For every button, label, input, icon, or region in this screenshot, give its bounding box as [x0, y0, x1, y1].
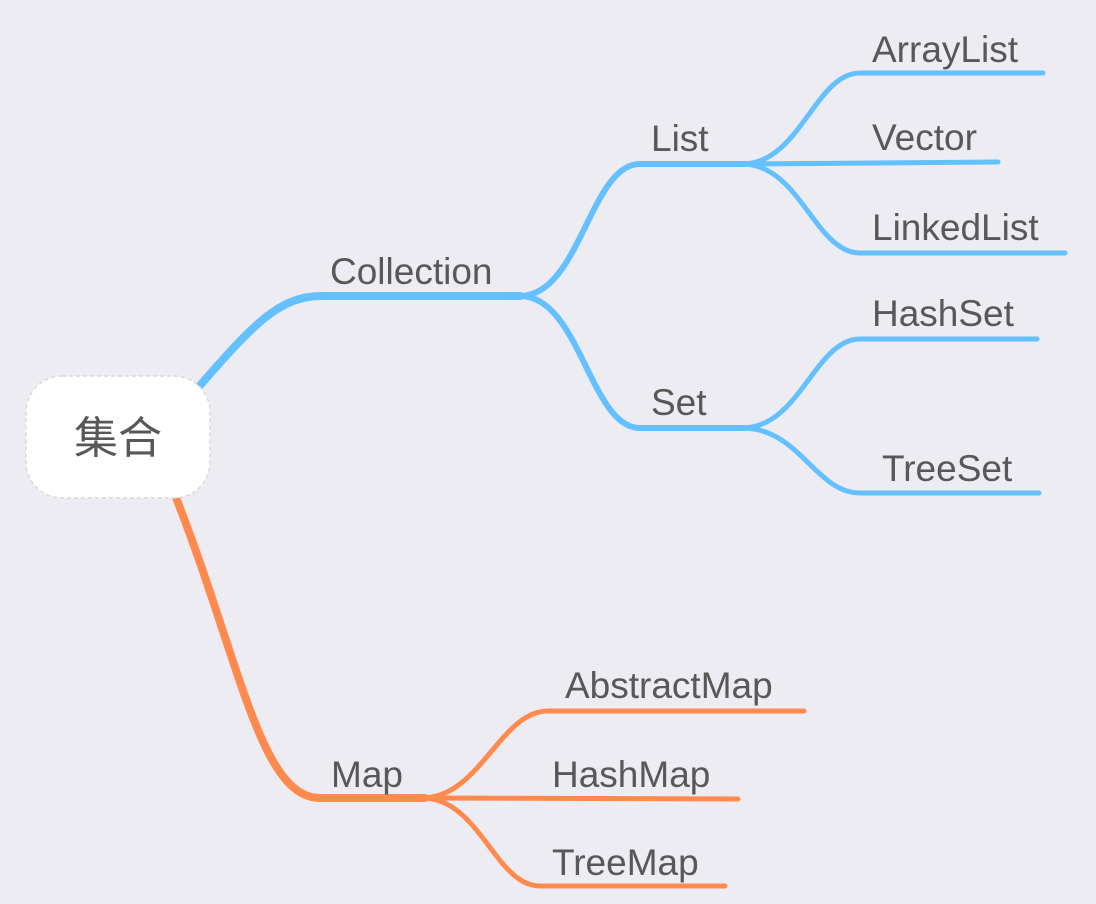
node-list[interactable]: List — [651, 118, 709, 159]
root-to-map-connector — [171, 491, 429, 802]
node-arraylist[interactable]: ArrayList — [872, 29, 1019, 70]
list-to-linkedlist-connector — [739, 161, 1068, 256]
collection-branches — [192, 70, 1068, 496]
node-vector[interactable]: Vector — [872, 117, 977, 158]
node-collection[interactable]: Collection — [330, 251, 492, 292]
node-treeset[interactable]: TreeSet — [882, 448, 1013, 489]
node-hashset[interactable]: HashSet — [872, 293, 1015, 334]
list-to-vector-connector — [739, 159, 1001, 167]
root-to-collection-connector — [192, 292, 524, 394]
list-to-arraylist-connector — [739, 70, 1046, 167]
set-to-treeset-connector — [739, 425, 1042, 496]
map-branches — [171, 491, 807, 889]
map-to-hashmap-connector — [419, 795, 741, 802]
map-to-abstractmap-connector — [419, 708, 807, 801]
root-node-label: 集合 — [74, 413, 162, 464]
node-hashmap[interactable]: HashMap — [552, 754, 710, 795]
node-abstractmap[interactable]: AbstractMap — [565, 665, 773, 706]
node-treemap[interactable]: TreeMap — [552, 842, 699, 883]
node-labels: Collection List Set ArrayList Vector Lin… — [330, 29, 1039, 883]
map-to-treemap-connector — [419, 795, 728, 889]
root-node-box — [25, 375, 211, 499]
collection-to-set-connector — [517, 293, 748, 431]
set-to-hashset-connector — [739, 336, 1040, 431]
node-set[interactable]: Set — [651, 382, 707, 423]
collection-to-list-connector — [517, 161, 748, 299]
root-node[interactable]: 集合 — [25, 375, 211, 499]
node-map[interactable]: Map — [331, 754, 403, 795]
node-linkedlist[interactable]: LinkedList — [872, 207, 1039, 248]
